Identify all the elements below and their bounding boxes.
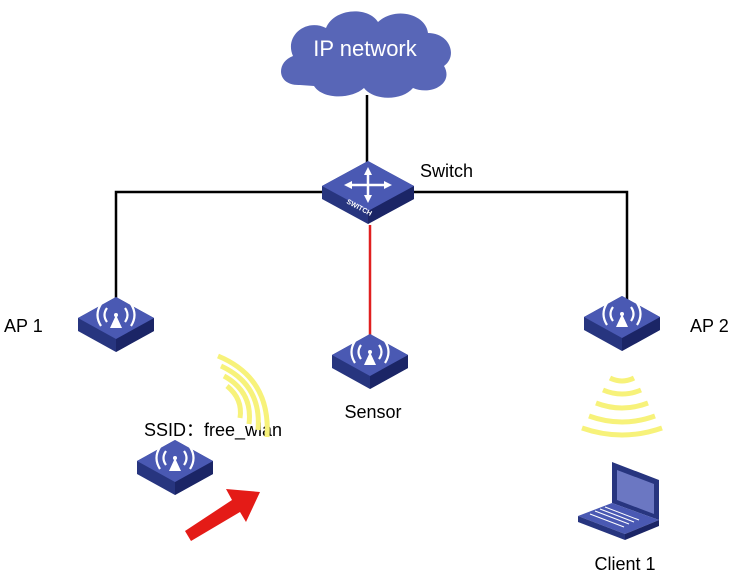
rogue-ap-device: [135, 438, 215, 497]
rogue-ssid-label: SSID：free_wlan: [144, 420, 282, 441]
switch-icon: SWITCH: [322, 161, 414, 224]
ap1-label: AP 1: [4, 316, 43, 336]
client-label: Client 1: [594, 554, 655, 574]
wireless-signal-icon: [217, 353, 270, 438]
cloud-icon: [281, 11, 451, 98]
links: [114, 95, 629, 335]
ap2-label: AP 2: [690, 316, 729, 336]
sensor-device: [330, 332, 410, 391]
switch-ap1-link: [114, 190, 332, 307]
switch-ap2-link: [402, 190, 629, 305]
ap2-device: [582, 294, 662, 353]
laptop-icon: [578, 462, 659, 540]
arrow-icon: [185, 489, 260, 541]
switch-label: Switch: [420, 161, 473, 181]
cloud-label: IP network: [313, 36, 418, 61]
sensor-label: Sensor: [344, 402, 401, 422]
ap1-device: [76, 295, 156, 354]
wireless-signal-icon: [581, 375, 663, 438]
